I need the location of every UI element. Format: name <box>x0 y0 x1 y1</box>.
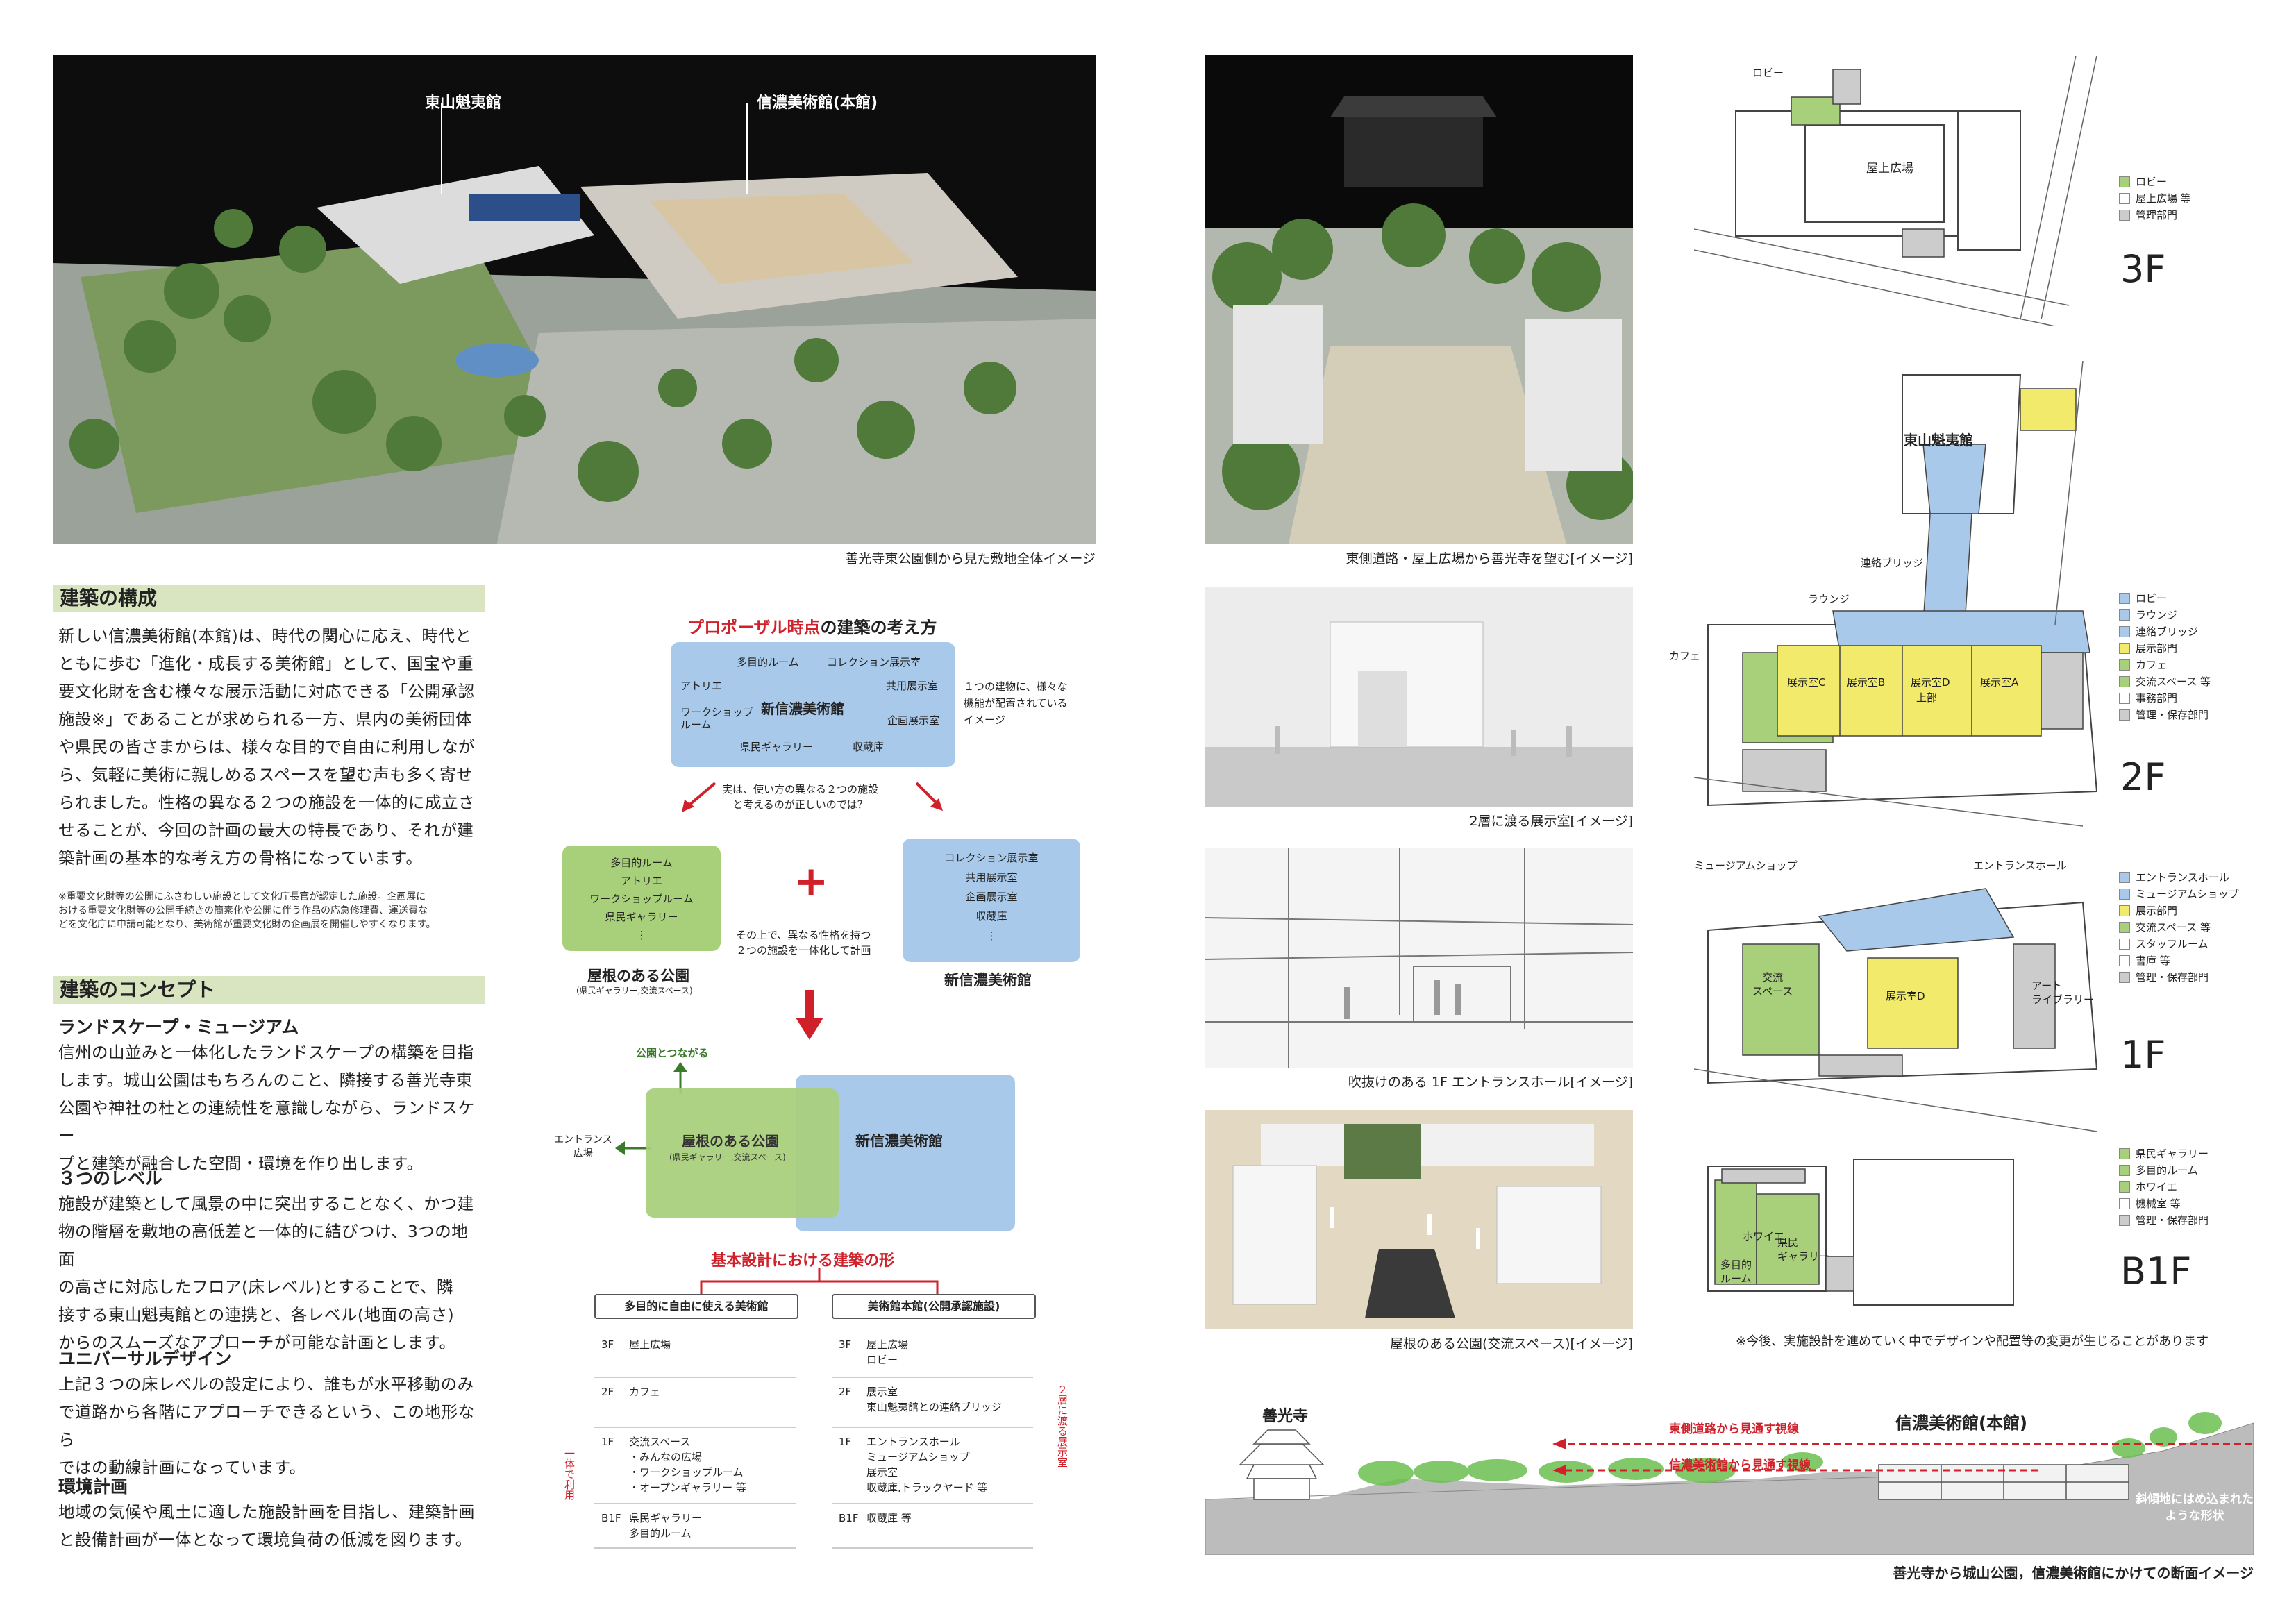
plan-b1f <box>1707 1159 2014 1306</box>
legend-1f: エントランスホール ミュージアムショップ 展示部門 交流スペース 等 スタッフル… <box>2119 869 2239 986</box>
plan2f-kaii: 東山魁夷館 <box>1904 432 1973 448</box>
park-label: 屋根のある公園 <box>587 968 689 984</box>
plan2f-room-d-upper: 上部 <box>1916 691 1938 704</box>
col-right-head: 美術館本館(公開承認施設) <box>832 1294 1036 1319</box>
plan1f-shop: ミュージアムショップ <box>1694 859 1798 872</box>
museum-label: 新信濃美術館 <box>944 972 1032 989</box>
concept-title-environment: 環境計画 <box>58 1477 128 1497</box>
plan2f-bridge: 連絡ブリッジ <box>1861 557 1924 569</box>
photo-covered-park <box>1205 1110 1633 1329</box>
park-sublabel: (県民ギャラリー,交流スペース) <box>576 986 693 995</box>
split-arrows <box>682 782 943 812</box>
section-museum: 信濃美術館(本館) <box>1895 1413 2027 1433</box>
plans-note: ※今後、実施設計を進めていく中でデザインや配置等の変更が生じることがあります <box>1736 1334 2209 1349</box>
concept-body-landscape: 信州の山並みと一体化したランドスケープの構築を目指 します。城山公園はもちろんの… <box>58 1043 475 1173</box>
right-bracket-label: ２層に渡る展示室 <box>1056 1384 1069 1468</box>
table-separators <box>594 1377 1033 1549</box>
floor-label-1f: 1F <box>2120 1033 2166 1077</box>
plan2f-room-a: 展示室A <box>1980 676 2019 689</box>
photo3-caption: 吹抜けのある 1F エントランスホール[イメージ] <box>1348 1075 1633 1090</box>
section-heading-composition: 建築の構成 <box>53 585 485 612</box>
concept-title-levels: ３つのレベル <box>58 1168 163 1188</box>
photo4-caption: 屋根のある公園(交流スペース)[イメージ] <box>1390 1336 1633 1352</box>
concept-body-universal: 上記３つの床レベルの設定により、誰もが水平移動のみ で道路から各階にアプローチで… <box>58 1374 475 1477</box>
section-heading-concept: 建築のコンセプト <box>53 976 485 1004</box>
basic-design-title: 基本設計における建築の形 <box>711 1252 895 1270</box>
basic-design-brackets <box>700 1268 939 1295</box>
concept-body-levels: 施設が建築として風景の中に突出することなく、かつ建 物の階層を敷地の高低差と一体… <box>58 1194 474 1352</box>
top-concept-note: １つの建物に、様々な 機能が配置されている イメージ <box>964 680 1068 726</box>
diagram-title: プロポーザル時点の建築の考え方 <box>687 618 937 637</box>
planb1-kenmin: 県民 ギャラリー <box>1777 1236 1830 1263</box>
plan1f-hall: エントランスホール <box>1973 859 2067 872</box>
main-aerial-photo <box>53 55 1096 544</box>
legend-2f: ロビー ラウンジ 連絡ブリッジ 展示部門 カフェ 交流スペース 等 事務部門 管… <box>2119 590 2211 723</box>
section-zenkoji: 善光寺 <box>1262 1408 1309 1425</box>
left-bracket-label: 一体で利用 <box>563 1448 576 1500</box>
plan-3f <box>1694 56 2097 326</box>
plan3f-lobby: ロビー <box>1752 67 1784 79</box>
section-sight-road: 東側道路から見通す視線 <box>1669 1422 1799 1436</box>
down-arrow <box>796 990 823 1040</box>
photo1-caption: 東側道路・屋上広場から善光寺を望む[イメージ] <box>1346 551 1633 566</box>
plan2f-room-c: 展示室C <box>1787 676 1826 689</box>
section-caption: 善光寺から城山公園，信濃美術館にかけての断面イメージ <box>1893 1565 2254 1581</box>
planb1-foyer: ホワイエ <box>1743 1230 1784 1243</box>
merged-park-box: 屋根のある公園 (県民ギャラリー,交流スペース) <box>646 1088 839 1218</box>
main-label-kaii: 東山魁夷館 <box>425 94 502 112</box>
section-embedded-note: 斜傾地にはめ込まれた ような形状 <box>2136 1492 2254 1523</box>
photo-entrance-hall <box>1205 848 1633 1068</box>
combine-text: その上で、異なる性格を持つ ２つの施設を一体化して計画 <box>736 929 871 957</box>
plan2f-room-d: 展示室D <box>1911 676 1950 689</box>
col-left-head: 多目的に自由に使える美術館 <box>594 1294 798 1319</box>
photo2-caption: 2層に渡る展示室[イメージ] <box>1469 814 1633 829</box>
plan3f-roof: 屋上広場 <box>1866 162 1913 176</box>
legend-b1f: 県民ギャラリー 多目的ルーム ホワイエ 機械室 等 管理・保存部門 <box>2119 1145 2209 1229</box>
main-label-museum: 信濃美術館(本館) <box>757 94 878 112</box>
section-drawing <box>1205 1412 2254 1555</box>
main-photo-caption: 善光寺東公園側から見た敷地全体イメージ <box>845 551 1096 566</box>
plan2f-lounge: ラウンジ <box>1808 593 1850 605</box>
plan-1f <box>1694 888 2098 1132</box>
section-sight-museum: 信濃美術館から見通す視線 <box>1669 1458 1811 1472</box>
photo-view-to-zenkoji <box>1205 55 1633 544</box>
floor-label-b1f: B1F <box>2120 1250 2192 1293</box>
plan1f-koryu: 交流 スペース <box>1752 971 1793 998</box>
plan1f-art: アート ライブラリー <box>2031 979 2095 1006</box>
floor-label-2f: 2F <box>2120 755 2166 799</box>
concept-title-universal: ユニバーサルデザイン <box>58 1349 232 1369</box>
plan1f-room-d: 展示室D <box>1886 990 1925 1002</box>
concept-title-landscape: ランドスケープ・ミュージアム <box>58 1017 299 1037</box>
legend-3f: ロビー 屋上広場 等 管理部門 <box>2119 174 2191 224</box>
photo-exhibition-room <box>1205 587 1633 807</box>
question-text: 実は、使い方の異なる２つの施設 と考えるのが正しいのでは？ <box>722 783 879 811</box>
concept-body-environment: 地域の気候や風土に適した施設計画を目指し、建築計画 と設備計画が一体となって環境… <box>58 1502 475 1549</box>
planb1-tamoku: 多目的 ルーム <box>1720 1259 1752 1285</box>
plan2f-room-b: 展示室B <box>1847 676 1886 689</box>
composition-note: ※重要文化財等の公開にふさわしい施設として文化庁長官が認定した施設。企画展に お… <box>58 891 436 930</box>
park-box: 多目的ルーム アトリエ ワークショップルーム 県民ギャラリー ⋮ <box>562 846 721 951</box>
plus-sign: + <box>794 857 829 906</box>
top-concept-box: 多目的ルーム コレクション展示室 アトリエ 共用展示室 ワークショップ ルーム … <box>671 642 955 767</box>
plan-2f <box>1694 361 2098 827</box>
museum-box: コレクション展示室 共用展示室 企画展示室 収蔵庫 ⋮ <box>903 839 1080 962</box>
floor-label-3f: 3F <box>2120 247 2166 291</box>
plan2f-cafe: カフェ <box>1669 650 1701 662</box>
park-connect-label: 公園とつながる <box>636 1047 709 1059</box>
entrance-label: エントランス 広場 <box>554 1134 612 1159</box>
composition-body: 新しい信濃美術館(本館)は、時代の関心に応え、時代と ともに歩む「進化・成長する… <box>58 626 475 868</box>
